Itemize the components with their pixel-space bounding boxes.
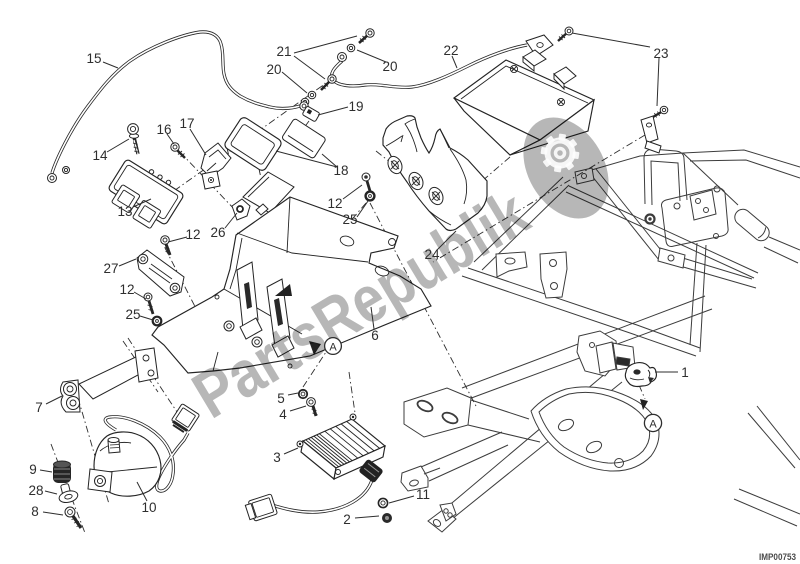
svg-text:21: 21	[276, 44, 291, 59]
svg-text:14: 14	[92, 148, 108, 163]
svg-text:25: 25	[125, 307, 140, 322]
svg-text:12: 12	[327, 196, 342, 211]
svg-text:20: 20	[382, 59, 397, 74]
svg-text:8: 8	[31, 504, 39, 519]
svg-text:12: 12	[185, 227, 200, 242]
svg-text:16: 16	[156, 122, 171, 137]
svg-text:19: 19	[348, 99, 363, 114]
svg-text:26: 26	[210, 225, 225, 240]
svg-text:13: 13	[117, 204, 132, 219]
svg-text:4: 4	[279, 407, 287, 422]
svg-text:IMP00753: IMP00753	[759, 552, 796, 562]
svg-text:27: 27	[103, 261, 118, 276]
svg-text:A: A	[649, 419, 657, 431]
svg-text:10: 10	[141, 500, 156, 515]
svg-text:3: 3	[273, 450, 281, 465]
svg-text:A: A	[329, 342, 337, 354]
svg-text:9: 9	[29, 462, 37, 477]
svg-text:15: 15	[86, 51, 101, 66]
svg-text:23: 23	[653, 46, 668, 61]
svg-text:22: 22	[443, 43, 458, 58]
svg-text:25: 25	[342, 212, 357, 227]
svg-text:17: 17	[179, 116, 194, 131]
svg-text:5: 5	[277, 391, 285, 406]
svg-text:12: 12	[119, 282, 134, 297]
svg-text:28: 28	[28, 483, 43, 498]
svg-text:6: 6	[371, 328, 379, 343]
svg-text:1: 1	[681, 365, 689, 380]
svg-text:7: 7	[35, 400, 43, 415]
svg-text:11: 11	[416, 487, 430, 502]
svg-text:20: 20	[266, 62, 281, 77]
svg-text:24: 24	[424, 247, 440, 262]
svg-text:2: 2	[343, 512, 351, 527]
svg-text:18: 18	[333, 163, 348, 178]
